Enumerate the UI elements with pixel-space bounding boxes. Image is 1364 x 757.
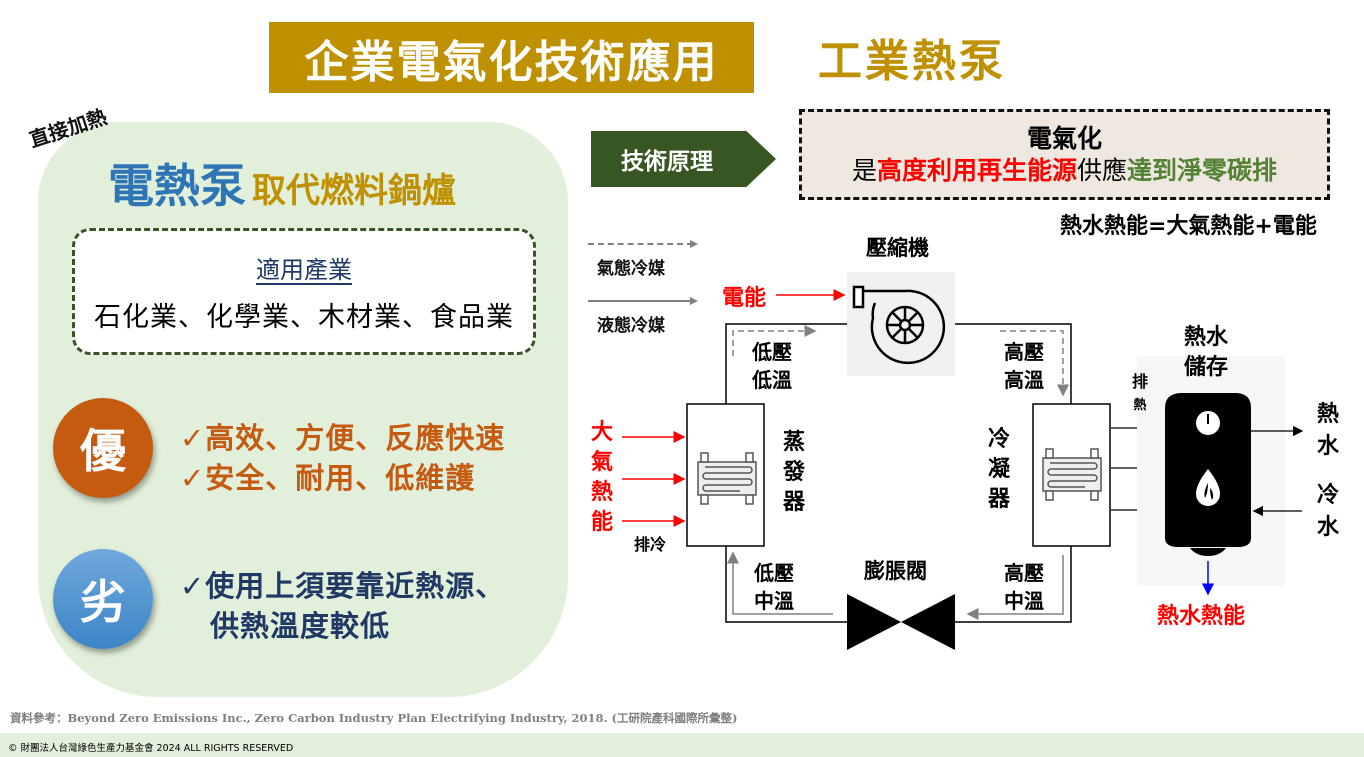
legend-gas-arrowhead-icon (690, 240, 698, 248)
reference-note: 資料參考：Beyond Zero Emissions Inc., Zero Ca… (10, 711, 738, 725)
technical-principle-arrow: 技術原理 (591, 131, 776, 187)
label-char: 器 (987, 487, 1010, 512)
pros-badge: 優 (53, 398, 153, 498)
hot-water-storage-label: 熱水 儲存 (1184, 323, 1228, 383)
cons-item: ✓使用上須要靠近熱源、 (180, 569, 506, 603)
label-char: 水 (1316, 434, 1339, 459)
label-char: 氣 (590, 450, 613, 475)
label-line: 熱水 (1184, 325, 1229, 350)
electric-energy-label: 電能 (722, 286, 767, 311)
legend-gas-line (588, 243, 693, 245)
exhaust-heat-label: 排 熱 (1128, 370, 1152, 418)
label-char: 冷 (987, 427, 1010, 452)
high-pressure-high-temp-label: 高壓 高溫 (1004, 338, 1044, 394)
label-line: 高壓 (1004, 561, 1044, 585)
electrification-statement: 是高度利用再生能源供應達到淨零碳排 (852, 155, 1277, 187)
hot-water-label: 熱 水 (1315, 399, 1341, 463)
copyright-text: © 財團法人台灣綠色生產力基金會 2024 ALL RIGHTS RESERVE… (8, 743, 294, 754)
label-char: 熱 (1133, 398, 1147, 413)
label-char: 水 (1316, 515, 1339, 540)
evaporator-coil-icon (697, 452, 757, 505)
label-line: 高壓 (1004, 340, 1044, 364)
label-char: 排 (1131, 372, 1148, 391)
applicable-industries-box: 適用產業 石化業、化學業、木材業、食品業 (72, 228, 536, 355)
hot-water-tank-icon (1137, 356, 1285, 586)
cons-badge: 劣 (53, 549, 153, 649)
footer-band (0, 733, 1364, 757)
electrification-box: 電氣化 是高度利用再生能源供應達到淨零碳排 (799, 109, 1330, 200)
hot-water-energy-label: 熱水熱能 (1157, 604, 1246, 629)
legend-liquid-line (588, 300, 693, 302)
energy-equation: 熱水熱能=大氣熱能+電能 (1060, 214, 1317, 239)
refrigerant-loop (725, 323, 1072, 623)
evaporator-label: 蒸 發 器 (781, 428, 807, 518)
industries-title: 適用產業 (256, 255, 352, 284)
headline-main: 電熱泵 (108, 159, 246, 213)
electrification-title: 電氣化 (1026, 123, 1102, 153)
label-char: 器 (782, 490, 805, 515)
legend-liquid-arrowhead-icon (690, 297, 698, 305)
condenser-label: 冷 凝 器 (986, 425, 1012, 515)
label-char: 蒸 (782, 430, 805, 455)
page-subtitle: 工業熱泵 (818, 36, 1006, 87)
pros-item: ✓安全、耐用、低維護 (180, 461, 476, 495)
label-char: 熱 (1316, 402, 1339, 427)
cons-item: 供熱溫度較低 (210, 609, 391, 643)
cold-water-label: 冷 水 (1315, 480, 1341, 544)
expansion-valve-label: 膨脹閥 (864, 559, 927, 583)
label-line: 高溫 (1004, 368, 1044, 392)
label-char: 冷 (1316, 483, 1339, 508)
cons-list: ✓使用上須要靠近熱源、 供熱溫度較低 (180, 566, 505, 646)
page-title: 企業電氣化技術應用 (269, 22, 754, 93)
label-char: 大 (590, 420, 613, 445)
statement-highlight-green: 達到淨零碳排 (1127, 155, 1278, 185)
flow-arrows (727, 325, 1069, 620)
label-line: 低壓 (754, 561, 794, 585)
label-char: 熱 (590, 480, 613, 505)
legend-gas-label: 氣態冷媒 (597, 259, 665, 279)
pros-list: ✓高效、方便、反應快速 ✓安全、耐用、低維護 (180, 418, 505, 498)
compressor-label: 壓縮機 (866, 236, 929, 260)
atmospheric-heat-arrows (622, 431, 686, 527)
atmospheric-heat-label: 大 氣 熱 能 (589, 418, 615, 538)
label-char: 發 (782, 460, 805, 485)
headline-rest: 取代燃料鍋爐 (252, 171, 456, 211)
label-line: 低溫 (752, 368, 792, 392)
industries-list: 石化業、化學業、木材業、食品業 (94, 301, 514, 333)
low-pressure-low-temp-label: 低壓 低溫 (752, 338, 792, 394)
label-char: 能 (590, 510, 613, 535)
compressor-icon (852, 285, 946, 365)
pros-item: ✓高效、方便、反應快速 (180, 421, 506, 455)
exhaust-cold-label: 排冷 (634, 535, 667, 554)
high-pressure-mid-temp-label: 高壓 中溫 (1004, 559, 1044, 615)
label-line: 中溫 (754, 589, 794, 613)
label-line: 低壓 (752, 340, 792, 364)
statement-part: 供應 (1077, 155, 1128, 185)
low-pressure-mid-temp-label: 低壓 中溫 (754, 559, 794, 615)
headline: 電熱泵 取代燃料鍋爐 (108, 150, 456, 216)
label-line: 儲存 (1184, 355, 1229, 380)
label-line: 中溫 (1004, 589, 1044, 613)
condenser-coil-icon (1042, 448, 1102, 501)
expansion-valve-icon (847, 594, 955, 650)
statement-highlight-red: 高度利用再生能源 (876, 155, 1077, 185)
statement-part: 是 (851, 155, 877, 185)
label-char: 凝 (987, 457, 1010, 482)
legend-liquid-label: 液態冷媒 (597, 316, 665, 336)
